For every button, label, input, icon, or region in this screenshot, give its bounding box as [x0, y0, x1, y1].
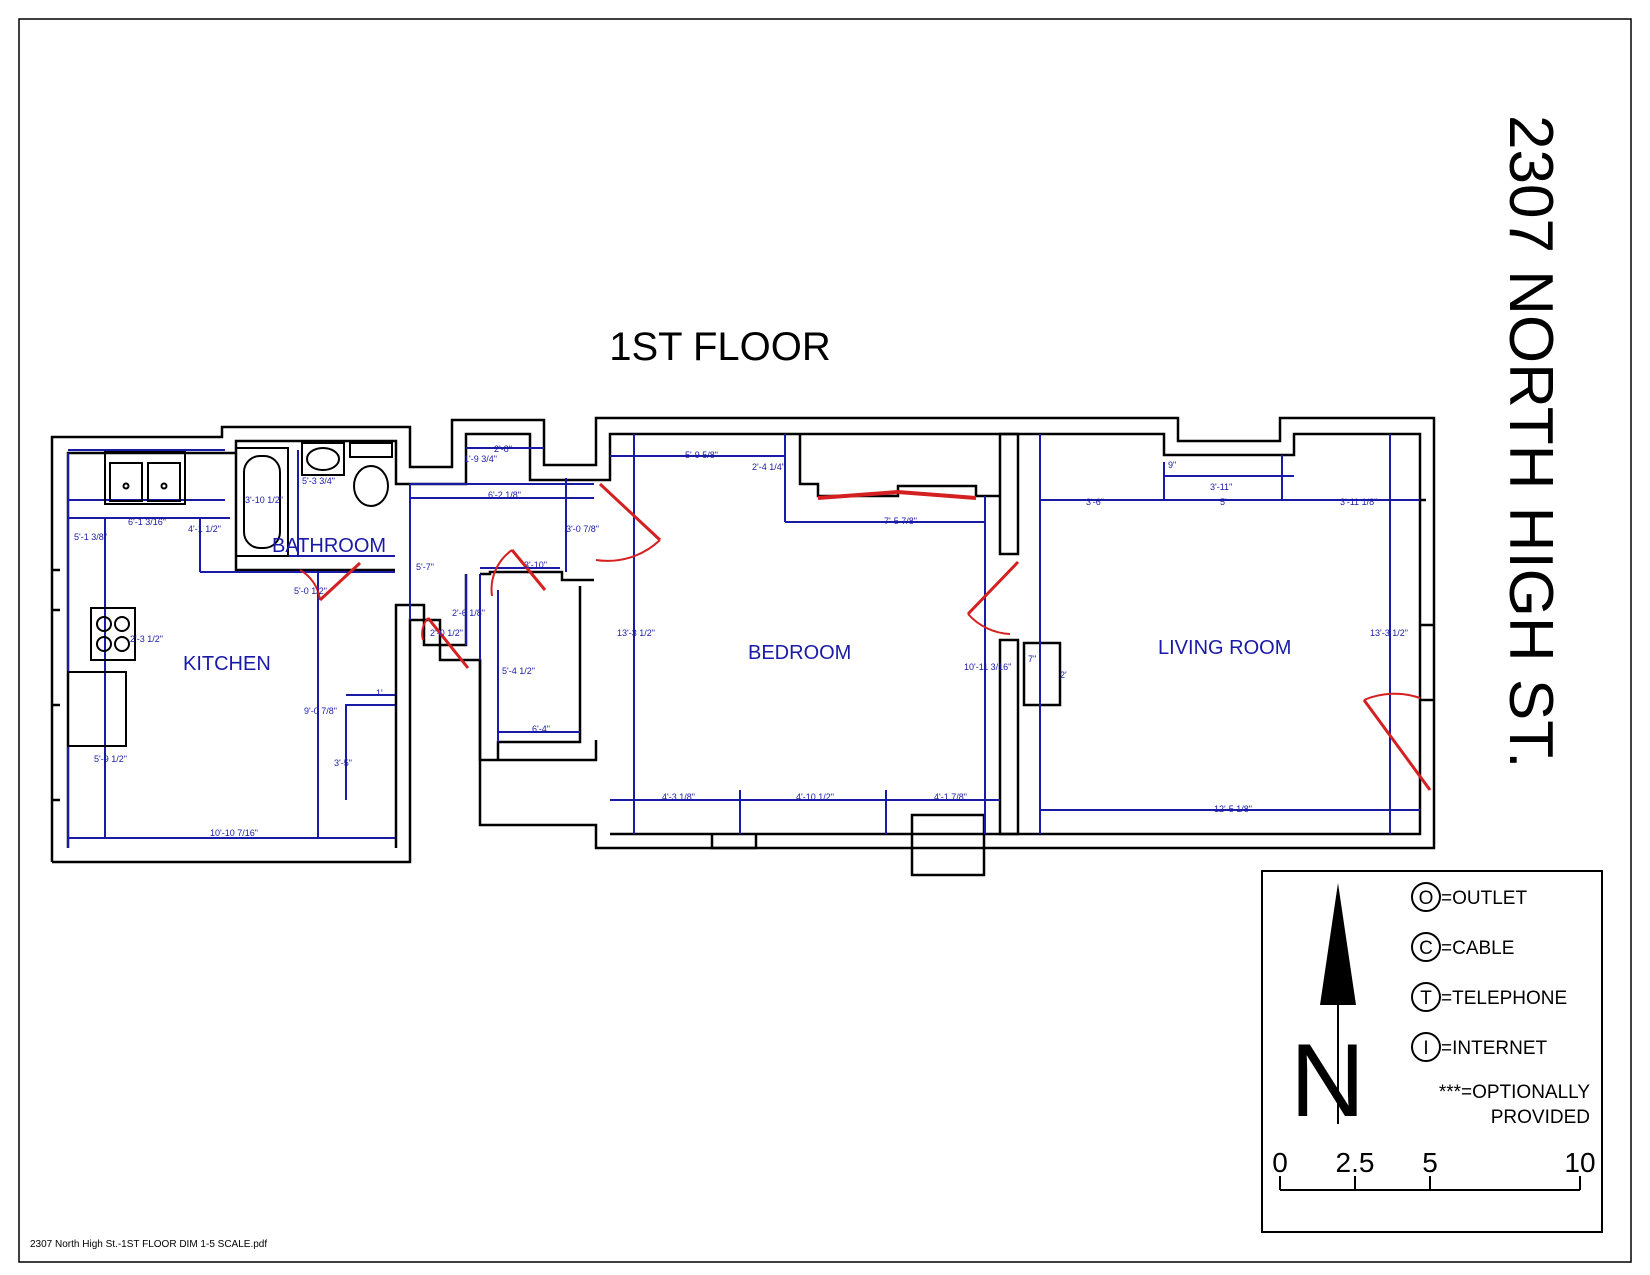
dim-label: 5'-0 1/2"	[294, 586, 327, 596]
dim-label: 5'-9 5/8"	[685, 450, 718, 460]
dim-label: 10'-10 7/16"	[210, 828, 258, 838]
door-swing-closet	[426, 617, 470, 669]
dim-label: 5'	[1220, 497, 1227, 507]
internet-symbol-icon	[1411, 1032, 1441, 1062]
dim-label: 2'-6 1/8"	[452, 608, 485, 618]
door-swing-front	[1362, 699, 1432, 791]
legend-symbol: I	[1423, 1038, 1428, 1059]
dim-label: 5'-4 1/2"	[502, 666, 535, 676]
dim-label: 5'-3 3/4"	[302, 476, 335, 486]
dim-label: 9"	[1168, 460, 1176, 470]
door-swing-bathroom	[318, 561, 362, 602]
legend-symbol: O	[1419, 888, 1434, 909]
dim-label: 1'	[376, 688, 383, 698]
bathtub-icon	[235, 447, 289, 557]
north-arrow-icon	[1320, 883, 1356, 1124]
dim-label: 5'-9 1/2"	[94, 754, 127, 764]
dim-label: 2'-3 1/2"	[130, 634, 163, 644]
telephone-symbol-icon	[1411, 982, 1441, 1012]
page-title: 1ST FLOOR	[609, 325, 831, 369]
dim-label: 3'-10"	[524, 560, 547, 570]
legend-cable: =CABLE	[1441, 938, 1514, 959]
legend-telephone: =TELEPHONE	[1441, 988, 1567, 1009]
doors	[299, 482, 1432, 791]
legend-symbol: T	[1420, 988, 1432, 1009]
dim-label: 2'	[1060, 670, 1067, 680]
dim-label: 4'-3 1/8"	[662, 792, 695, 802]
scale-label-0: 0	[1272, 1147, 1288, 1178]
scale-label-5: 5	[1422, 1147, 1438, 1178]
legend-optional-line2: PROVIDED	[1491, 1107, 1590, 1128]
dim-label: 6'-2 1/8"	[488, 490, 521, 500]
dim-label: 1'-9 3/4"	[464, 454, 497, 464]
bathroom-sink-icon	[301, 442, 345, 476]
door-swing-hall	[510, 549, 547, 591]
stove-icon	[90, 607, 136, 661]
footer-filename: 2307 North High St.-1ST FLOOR DIM 1-5 SC…	[30, 1239, 267, 1250]
scale-label-10: 10	[1564, 1147, 1595, 1178]
scale-bar	[1279, 1176, 1581, 1191]
room-labels: KITCHEN BATHROOM BEDROOM LIVING ROOM	[183, 535, 1291, 675]
dim-label: 12'-5 1/8"	[1214, 804, 1252, 814]
fixtures	[67, 442, 393, 747]
dim-label: 2'-0 1/2"	[430, 628, 463, 638]
dim-label: 3'-6"	[1086, 497, 1104, 507]
dimension-labels: 5'-1 3/8" 6'-1 3/16" 4'-1 1/2" 3'-10 1/2…	[74, 444, 1408, 838]
dim-label: 9'-0 7/8"	[304, 706, 337, 716]
dim-label: 5'-1 3/8"	[74, 532, 107, 542]
door-swing-bedroom-living	[966, 560, 1020, 616]
room-label-living-room: LIVING ROOM	[1158, 637, 1291, 659]
sink-icon	[104, 451, 186, 505]
legend-symbol: C	[1419, 938, 1433, 959]
dim-label: 4'-1 7/8"	[934, 792, 967, 802]
address-label: 2307 NORTH HIGH ST.	[1496, 115, 1565, 768]
dim-label: 7'-5 7/8"	[884, 516, 917, 526]
fridge-icon	[67, 671, 127, 747]
dim-label: 6'-1 3/16"	[128, 517, 166, 527]
room-label-bathroom: BATHROOM	[272, 535, 386, 557]
dim-label: 2'-8"	[494, 444, 512, 454]
window-bedroom-closet	[817, 489, 977, 500]
page-border	[18, 18, 1632, 1263]
dim-label: 13'-3 1/2"	[1370, 628, 1408, 638]
room-label-bedroom: BEDROOM	[748, 642, 851, 664]
legend-internet: =INTERNET	[1441, 1038, 1547, 1059]
toilet-icon	[349, 442, 393, 507]
dim-label: 3'-0 7/8"	[566, 524, 599, 534]
legend-outlet: =OUTLET	[1441, 888, 1527, 909]
dim-label: 3'-11 1/8"	[1340, 497, 1377, 507]
scale-label-2-5: 2.5	[1336, 1147, 1375, 1178]
dim-label: 2'-4 1/4"	[752, 462, 785, 472]
legend-optional-line1: ***=OPTIONALLY	[1439, 1082, 1591, 1103]
outlet-symbol-icon	[1411, 882, 1441, 912]
dim-label: 6'-4"	[532, 724, 550, 734]
north-label: N	[1290, 1023, 1365, 1139]
dim-label: 3'-5"	[334, 758, 352, 768]
legend-box: N O =OUTLET C =CABLE T =TELEPHONE I =INT…	[1261, 870, 1603, 1233]
dim-label: 5'-7"	[416, 562, 434, 572]
walls	[50, 416, 1436, 877]
dim-label: 3'-10 1/2"	[245, 495, 283, 505]
dim-label: 13'-3 1/2"	[617, 628, 655, 638]
dim-label: 3'-11"	[1210, 482, 1232, 492]
room-label-kitchen: KITCHEN	[183, 653, 271, 675]
dim-label: 4'-10 1/2"	[796, 792, 834, 802]
dim-label: 10'-11 3/16"	[964, 662, 1011, 672]
dim-label: 4'-1 1/2"	[188, 524, 221, 534]
dim-label: 7"	[1028, 654, 1036, 664]
dimension-lines	[67, 434, 1420, 848]
door-swing-bedroom-entry	[598, 482, 662, 542]
cable-symbol-icon	[1411, 932, 1441, 962]
